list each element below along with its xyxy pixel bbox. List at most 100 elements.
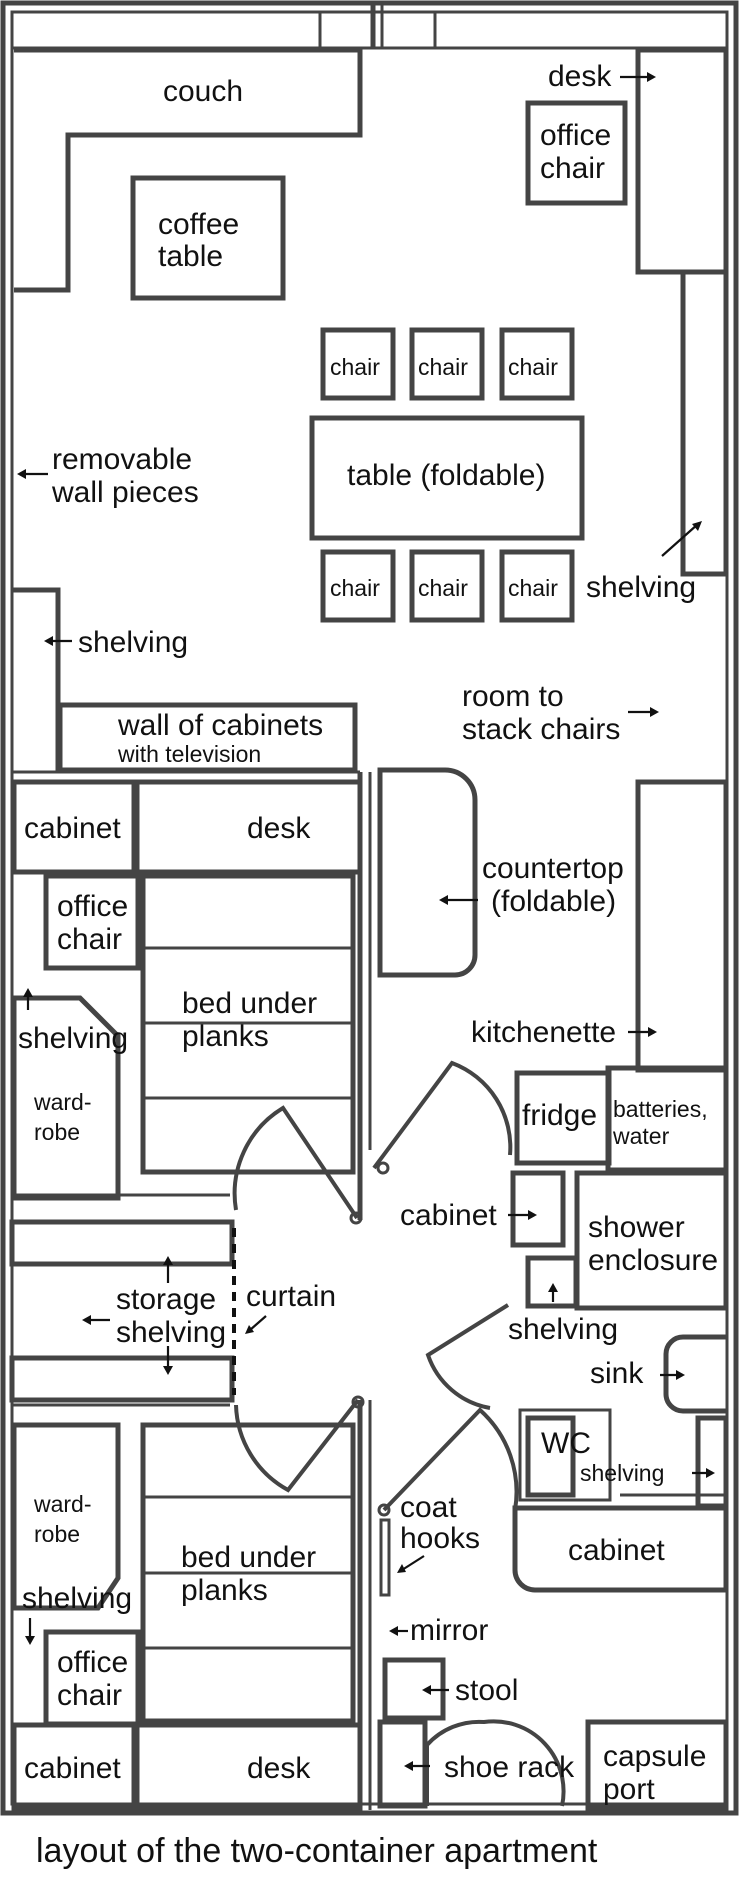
- bed-upper: bed under planks: [140, 873, 356, 1175]
- shelving-left-label: shelving: [78, 626, 188, 659]
- shower-label-1: shower: [588, 1211, 685, 1244]
- shelving-shower: shelving: [508, 1255, 618, 1346]
- wall-of-cabinets: wall of cabinets with television: [57, 702, 358, 773]
- cabinet-lower-label: cabinet: [24, 1752, 121, 1785]
- bed-lower: bed under planks: [140, 1422, 356, 1724]
- coffee-table-label-1: coffee: [158, 208, 239, 241]
- shower-label-2: enclosure: [588, 1244, 718, 1277]
- office-chair-upper-label-1: office: [57, 890, 128, 923]
- doors: [232, 1060, 566, 1807]
- coat-hooks: coat hooks: [379, 1491, 480, 1597]
- office-chair-upper: office chair: [43, 873, 141, 971]
- shoe-rack-label: shoe rack: [444, 1751, 575, 1784]
- capsule-port-label-2: port: [603, 1773, 655, 1806]
- fridge: fridge: [514, 1070, 612, 1166]
- batteries-label-2: water: [612, 1123, 670, 1149]
- office-chair-top: office chair: [525, 100, 628, 206]
- chair-label-3: chair: [508, 354, 558, 380]
- bed-lower-label-1: bed under: [181, 1541, 316, 1574]
- sink: sink: [590, 1334, 726, 1414]
- chair-label-5: chair: [418, 575, 468, 601]
- wardrobe-upper: shelving ward- robe: [11, 988, 128, 1201]
- dining-table-label: table (foldable): [347, 459, 545, 492]
- wardrobe-lower-label-1: ward-: [33, 1491, 92, 1517]
- dining-table: table (foldable): [309, 415, 585, 541]
- shelving-wc: shelving: [580, 1415, 729, 1509]
- storage-shelving: storage shelving: [9, 1219, 235, 1403]
- office-chair-lower: office chair: [43, 1629, 141, 1727]
- chair-label-4: chair: [330, 575, 380, 601]
- capsule-port: capsule port: [585, 1719, 729, 1811]
- room-to-label-2: stack chairs: [462, 713, 620, 746]
- cabinet-bathroom: cabinet: [512, 1505, 729, 1593]
- desk-lower: desk: [134, 1722, 363, 1811]
- office-chair-lower-label-2: chair: [57, 1679, 122, 1712]
- cabinet-upper-label: cabinet: [24, 812, 121, 845]
- room-to-label-1: room to: [462, 680, 564, 713]
- bed-lower-label-2: planks: [181, 1574, 268, 1607]
- capsule-port-label-1: capsule: [603, 1740, 706, 1773]
- coat-hooks-label-2: hooks: [400, 1522, 480, 1555]
- shelving-upper-label: shelving: [18, 1022, 128, 1055]
- chair-label-6: chair: [508, 575, 558, 601]
- batteries-label-1: batteries,: [613, 1096, 708, 1122]
- coffee-table-label-2: table: [158, 240, 223, 273]
- shelving-lower-label: shelving: [22, 1582, 132, 1615]
- diagram-caption: layout of the two-container apartment: [36, 1832, 598, 1870]
- stack-chairs-note: room to stack chairs: [462, 680, 659, 746]
- batteries-water: batteries, water: [605, 1065, 729, 1173]
- wc-label: WC: [541, 1427, 591, 1460]
- stool: stool: [382, 1657, 518, 1721]
- fridge-label: fridge: [522, 1099, 597, 1132]
- chair-label-2: chair: [418, 354, 468, 380]
- wall-of-cabinets-label-2: with television: [117, 741, 261, 767]
- office-chair-upper-label-2: chair: [57, 923, 122, 956]
- mirror-label: mirror: [410, 1614, 488, 1647]
- coffee-table: coffee table: [130, 175, 286, 301]
- curtain: curtain: [232, 1228, 336, 1395]
- desk-lower-label: desk: [247, 1752, 311, 1785]
- coat-hooks-label-1: coat: [400, 1491, 457, 1524]
- stool-label: stool: [455, 1674, 518, 1707]
- desk-upper-label: desk: [247, 812, 311, 845]
- cabinet-middle: cabinet: [400, 1170, 566, 1248]
- mirror: mirror: [389, 1614, 488, 1647]
- couch: couch: [14, 47, 363, 293]
- wardrobe-upper-label-1: ward-: [33, 1089, 92, 1115]
- wardrobe-upper-label-2: robe: [34, 1119, 80, 1145]
- wall-of-cabinets-label-1: wall of cabinets: [117, 709, 323, 742]
- shelving-right: shelving: [586, 269, 729, 604]
- removable-wall: removable wall pieces: [10, 318, 199, 588]
- office-chair-top-label-2: chair: [540, 152, 605, 185]
- shelving-right-label: shelving: [586, 571, 696, 604]
- removable-wall-label-1: removable: [52, 443, 192, 476]
- shelving-shower-label: shelving: [508, 1313, 618, 1346]
- wardrobe-lower: ward- robe shelving: [11, 1422, 132, 1645]
- kitchenette: kitchenette: [471, 779, 729, 1073]
- shower-enclosure: shower enclosure: [574, 1170, 729, 1311]
- cabinet-lower: cabinet: [11, 1722, 137, 1811]
- countertop: countertop (foldable): [377, 767, 624, 978]
- bed-upper-label-1: bed under: [182, 987, 317, 1020]
- cabinet-middle-label: cabinet: [400, 1199, 497, 1232]
- countertop-label-2: (foldable): [491, 885, 616, 918]
- sink-label: sink: [590, 1357, 644, 1390]
- office-chair-lower-label-1: office: [57, 1646, 128, 1679]
- removable-wall-label-2: wall pieces: [51, 476, 199, 509]
- kitchenette-label: kitchenette: [471, 1016, 616, 1049]
- shelving-wc-label: shelving: [580, 1460, 664, 1486]
- curtain-label: curtain: [246, 1280, 336, 1313]
- cabinet-bathroom-label: cabinet: [568, 1534, 665, 1567]
- bed-upper-label-2: planks: [182, 1020, 269, 1053]
- office-chair-top-label-1: office: [540, 119, 611, 152]
- couch-label: couch: [163, 75, 243, 108]
- desk-top-label: desk: [548, 60, 612, 93]
- chair-label-1: chair: [330, 354, 380, 380]
- countertop-label-1: countertop: [482, 852, 624, 885]
- dining-chairs: chair chair chair chair chair chair: [320, 327, 575, 623]
- storage-label-2: shelving: [116, 1316, 226, 1349]
- desk-upper: desk: [134, 779, 363, 875]
- shoe-rack: shoe rack: [377, 1719, 575, 1809]
- cabinet-upper: cabinet: [11, 779, 137, 875]
